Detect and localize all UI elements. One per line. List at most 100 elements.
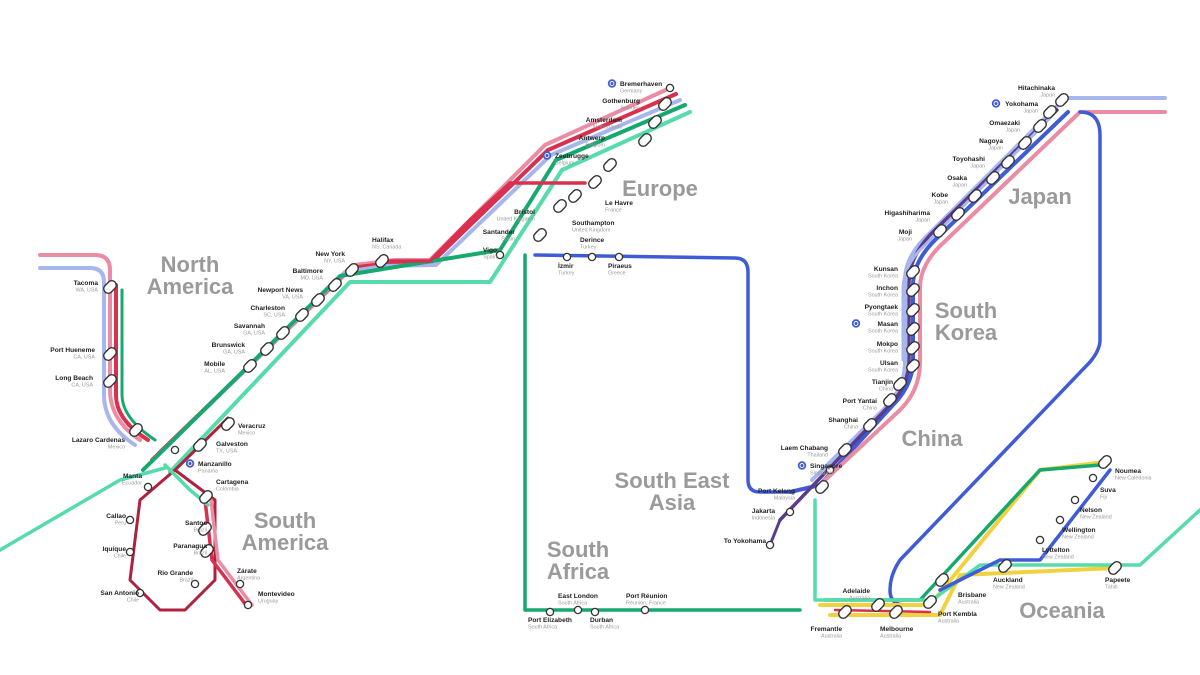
port-marker-zeebrugge[interactable] <box>602 157 618 173</box>
port-marker-zarate[interactable] <box>235 579 245 589</box>
port-marker-adelaide[interactable] <box>870 597 886 613</box>
port-marker-hitachinaka[interactable] <box>1054 92 1070 108</box>
port-marker-moji[interactable] <box>932 223 948 239</box>
port-marker-iquique[interactable] <box>125 547 135 557</box>
port-marker-san_antonio[interactable] <box>135 588 145 598</box>
port-marker-halifax[interactable] <box>374 253 390 269</box>
port-marker-derince[interactable] <box>587 252 597 262</box>
port-marker-yokohama[interactable] <box>1042 104 1058 120</box>
port-marker-new_york[interactable] <box>344 262 360 278</box>
port-marker-izmir[interactable] <box>562 252 572 262</box>
port-marker-suva[interactable] <box>1088 473 1098 483</box>
port-marker-omaezaki[interactable] <box>1032 118 1048 134</box>
port-marker-southampton[interactable] <box>552 198 568 214</box>
port-marker-papeete[interactable] <box>1107 560 1123 576</box>
port-marker-port_yantai[interactable] <box>882 392 898 408</box>
port-marker-antwerp[interactable] <box>637 132 653 148</box>
port-marker-galveston[interactable] <box>192 437 208 453</box>
port-marker-shanghai[interactable] <box>862 417 878 433</box>
port-marker-brunswick[interactable] <box>259 341 275 357</box>
port-marker-durban[interactable] <box>590 607 600 617</box>
port-marker-inchon[interactable] <box>905 282 921 298</box>
port-marker-callao[interactable] <box>125 515 135 525</box>
port-marker-rio_grande[interactable] <box>190 579 200 589</box>
port-marker-gothenburg[interactable] <box>657 96 673 112</box>
port-marker-bristol[interactable] <box>567 188 583 204</box>
port-marker-mokpo[interactable] <box>905 340 921 356</box>
port-marker-lazaro_cardenas[interactable] <box>128 422 144 438</box>
port-marker-amsterdam[interactable] <box>647 114 663 130</box>
port-marker-cartagena[interactable] <box>198 489 214 505</box>
port-marker-brisbane[interactable] <box>934 572 950 588</box>
port-marker-east_london[interactable] <box>573 605 583 615</box>
port-marker-port_kelang[interactable] <box>814 479 830 495</box>
port-marker-toyohashi[interactable] <box>1000 154 1016 170</box>
port-label-to_yokohama[interactable]: To Yokohama <box>724 538 766 545</box>
port-marker-manzanillo[interactable] <box>170 445 180 455</box>
port-marker-nagoya[interactable] <box>1017 135 1033 151</box>
port-marker-noumea[interactable] <box>1097 454 1113 470</box>
port-marker-mobile[interactable] <box>242 358 258 374</box>
port-marker-ulsan[interactable] <box>905 358 921 374</box>
port-marker-newport_news[interactable] <box>310 292 326 308</box>
port-marker-baltimore[interactable] <box>327 277 343 293</box>
port-marker-wellington[interactable] <box>1055 515 1065 525</box>
port-marker-laem_chabang[interactable] <box>837 442 853 458</box>
port-marker-piraeus[interactable] <box>614 252 624 262</box>
port-marker-montevideo[interactable] <box>243 600 253 610</box>
port-marker-paranagua[interactable] <box>199 543 215 559</box>
port-marker-melbourne[interactable] <box>888 604 904 620</box>
